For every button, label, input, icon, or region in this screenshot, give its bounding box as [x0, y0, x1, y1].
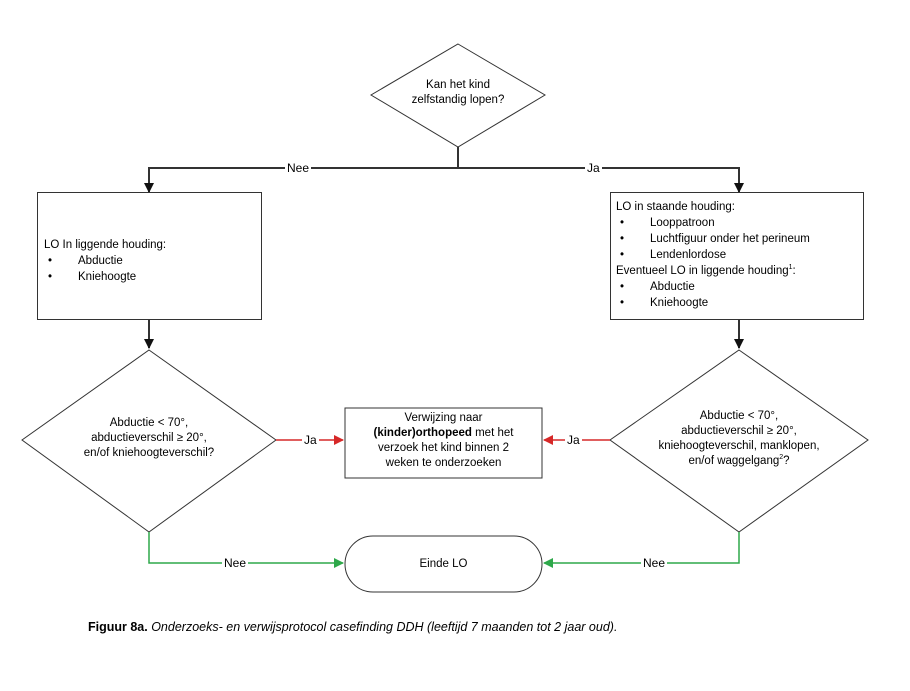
right-no-connector — [543, 532, 740, 568]
start-question-line: Kan het kind — [426, 79, 490, 91]
subtitle-tail: : — [792, 265, 796, 277]
start-question: Kan het kind zelfstandig lopen? — [388, 78, 528, 108]
left-exam-list: Abductie Kniehoogte — [44, 253, 261, 285]
caption-text: Onderzoeks- en verwijsprotocol casefindi… — [147, 620, 618, 634]
decision-line: en/of waggelgang2? — [634, 454, 844, 469]
right-decision-text: Abductie < 70°, abductieverschil ≥ 20°, … — [634, 409, 844, 469]
caption-label: Figuur 8a. — [88, 620, 148, 634]
right-exam-subtitle: Eventueel LO in liggende houding1: — [616, 263, 863, 279]
no-branch-label: Nee — [285, 161, 312, 175]
list-item: Kniehoogte — [44, 269, 261, 285]
right-exam-list: Looppatroon Luchtfiguur onder het perine… — [616, 215, 863, 263]
decision-line-text: en/of waggelgang — [688, 455, 780, 467]
left-yes-label: Ja — [302, 433, 319, 447]
referral-line: verzoek het kind binnen 2 — [377, 442, 510, 454]
referral-line: (kinder)orthopeed met het — [347, 426, 540, 441]
left-no-label: Nee — [222, 556, 249, 570]
decision-line: abductieverschil ≥ 20°, — [681, 425, 797, 437]
referral-text: Verwijzing naar (kinder)orthopeed met he… — [347, 411, 540, 471]
end-terminator-shape — [344, 535, 543, 593]
referral-line: Verwijzing naar — [404, 412, 483, 424]
referral-line: weken te onderzoeken — [385, 457, 502, 469]
left-exam-box: LO In liggende houding: Abductie Kniehoo… — [37, 192, 262, 320]
left-decision-text: Abductie < 70°, abductieverschil ≥ 20°, … — [59, 416, 239, 461]
right-no-label: Nee — [641, 556, 668, 570]
left-exam-title: LO In liggende houding: — [44, 239, 167, 251]
right-yes-label: Ja — [565, 433, 582, 447]
list-item: Abductie — [44, 253, 261, 269]
yes-branch-connector — [458, 167, 744, 193]
left-no-connector — [148, 532, 344, 568]
list-item: Abductie — [616, 279, 863, 295]
list-item: Luchtfiguur onder het perineum — [616, 231, 863, 247]
referral-bold: (kinder)orthopeed — [373, 427, 472, 439]
subtitle-text: Eventueel LO in liggende houding — [616, 265, 789, 277]
yes-branch-label: Ja — [585, 161, 602, 175]
figure-caption: Figuur 8a. Onderzoeks- en verwijsprotoco… — [88, 620, 617, 634]
decision-line: Abductie < 70°, — [109, 417, 189, 429]
start-question-line: zelfstandig lopen? — [411, 94, 505, 106]
end-label: Einde LO — [419, 558, 468, 570]
no-branch-connector — [144, 167, 458, 193]
right-exam-title: LO in staande houding: — [616, 201, 735, 213]
list-item: Lendenlordose — [616, 247, 863, 263]
decision-line: Abductie < 70°, — [699, 410, 779, 422]
referral-line-tail: met het — [471, 427, 514, 439]
decision-line: kniehoogteverschil, manklopen, — [658, 440, 820, 452]
decision-line: abductieverschil ≥ 20°, — [91, 432, 207, 444]
decision-line: en/of kniehoogteverschil? — [83, 447, 215, 459]
footnote-marker: 1 — [788, 264, 793, 272]
list-item: Looppatroon — [616, 215, 863, 231]
right-exam-list-2: Abductie Kniehoogte — [616, 279, 863, 311]
footnote-marker: 2 — [779, 454, 784, 462]
decision-line-tail: ? — [783, 455, 790, 467]
list-item: Kniehoogte — [616, 295, 863, 311]
referral-box-shape — [344, 407, 543, 479]
right-exam-box: LO in staande houding: Looppatroon Lucht… — [610, 192, 864, 320]
